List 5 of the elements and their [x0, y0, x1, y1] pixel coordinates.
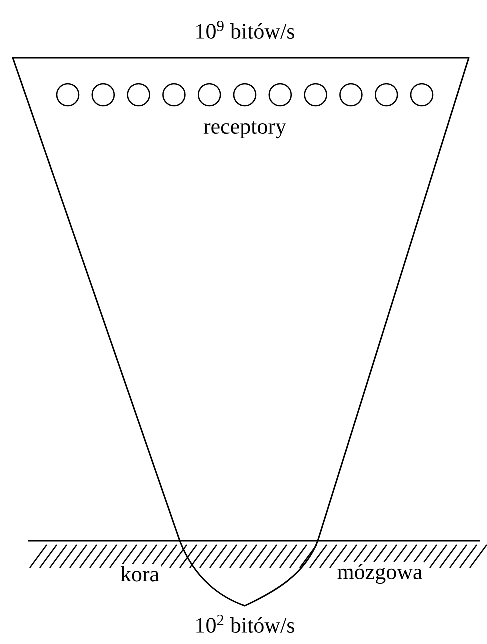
region-label: mózgowa [335, 562, 425, 586]
rate-label: 10$^{9}$ bitów/s [196, 21, 294, 39]
region-label: kora [118, 564, 162, 584]
rate-label: 10$^{2}$ bitów/s [196, 615, 294, 633]
receptor-label: receptory [204, 121, 286, 139]
